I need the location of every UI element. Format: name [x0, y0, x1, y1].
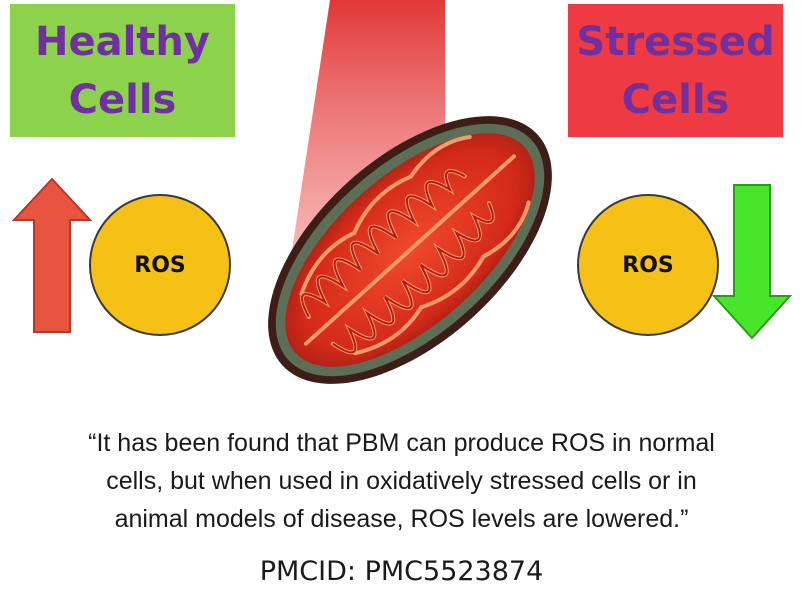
- healthy-cells-box: Healthy Cells: [10, 4, 235, 137]
- light-beam: [292, 0, 445, 250]
- up-arrow-icon: [12, 178, 92, 333]
- healthy-cells-line2: Cells: [68, 76, 177, 123]
- stressed-cells-line1: Stressed: [576, 18, 775, 65]
- citation: PMCID: PMC5523874: [259, 556, 544, 587]
- healthy-cells-line1: Healthy: [35, 18, 210, 65]
- quote-text: “It has been found that PBM can produce …: [0, 424, 803, 538]
- ros-label-stressed: ROS: [622, 252, 674, 278]
- ros-circle-healthy: ROS: [89, 194, 231, 336]
- down-arrow-icon: [712, 184, 792, 340]
- quote-line-2: cells, but when used in oxidatively stre…: [106, 467, 697, 495]
- ros-label-healthy: ROS: [134, 252, 186, 278]
- ros-circle-stressed: ROS: [577, 194, 719, 336]
- quote-line-1: “It has been found that PBM can produce …: [88, 429, 715, 457]
- stressed-cells-box: Stressed Cells: [568, 4, 783, 137]
- quote-line-3: animal models of disease, ROS levels are…: [114, 505, 689, 533]
- stressed-cells-line2: Cells: [621, 76, 730, 123]
